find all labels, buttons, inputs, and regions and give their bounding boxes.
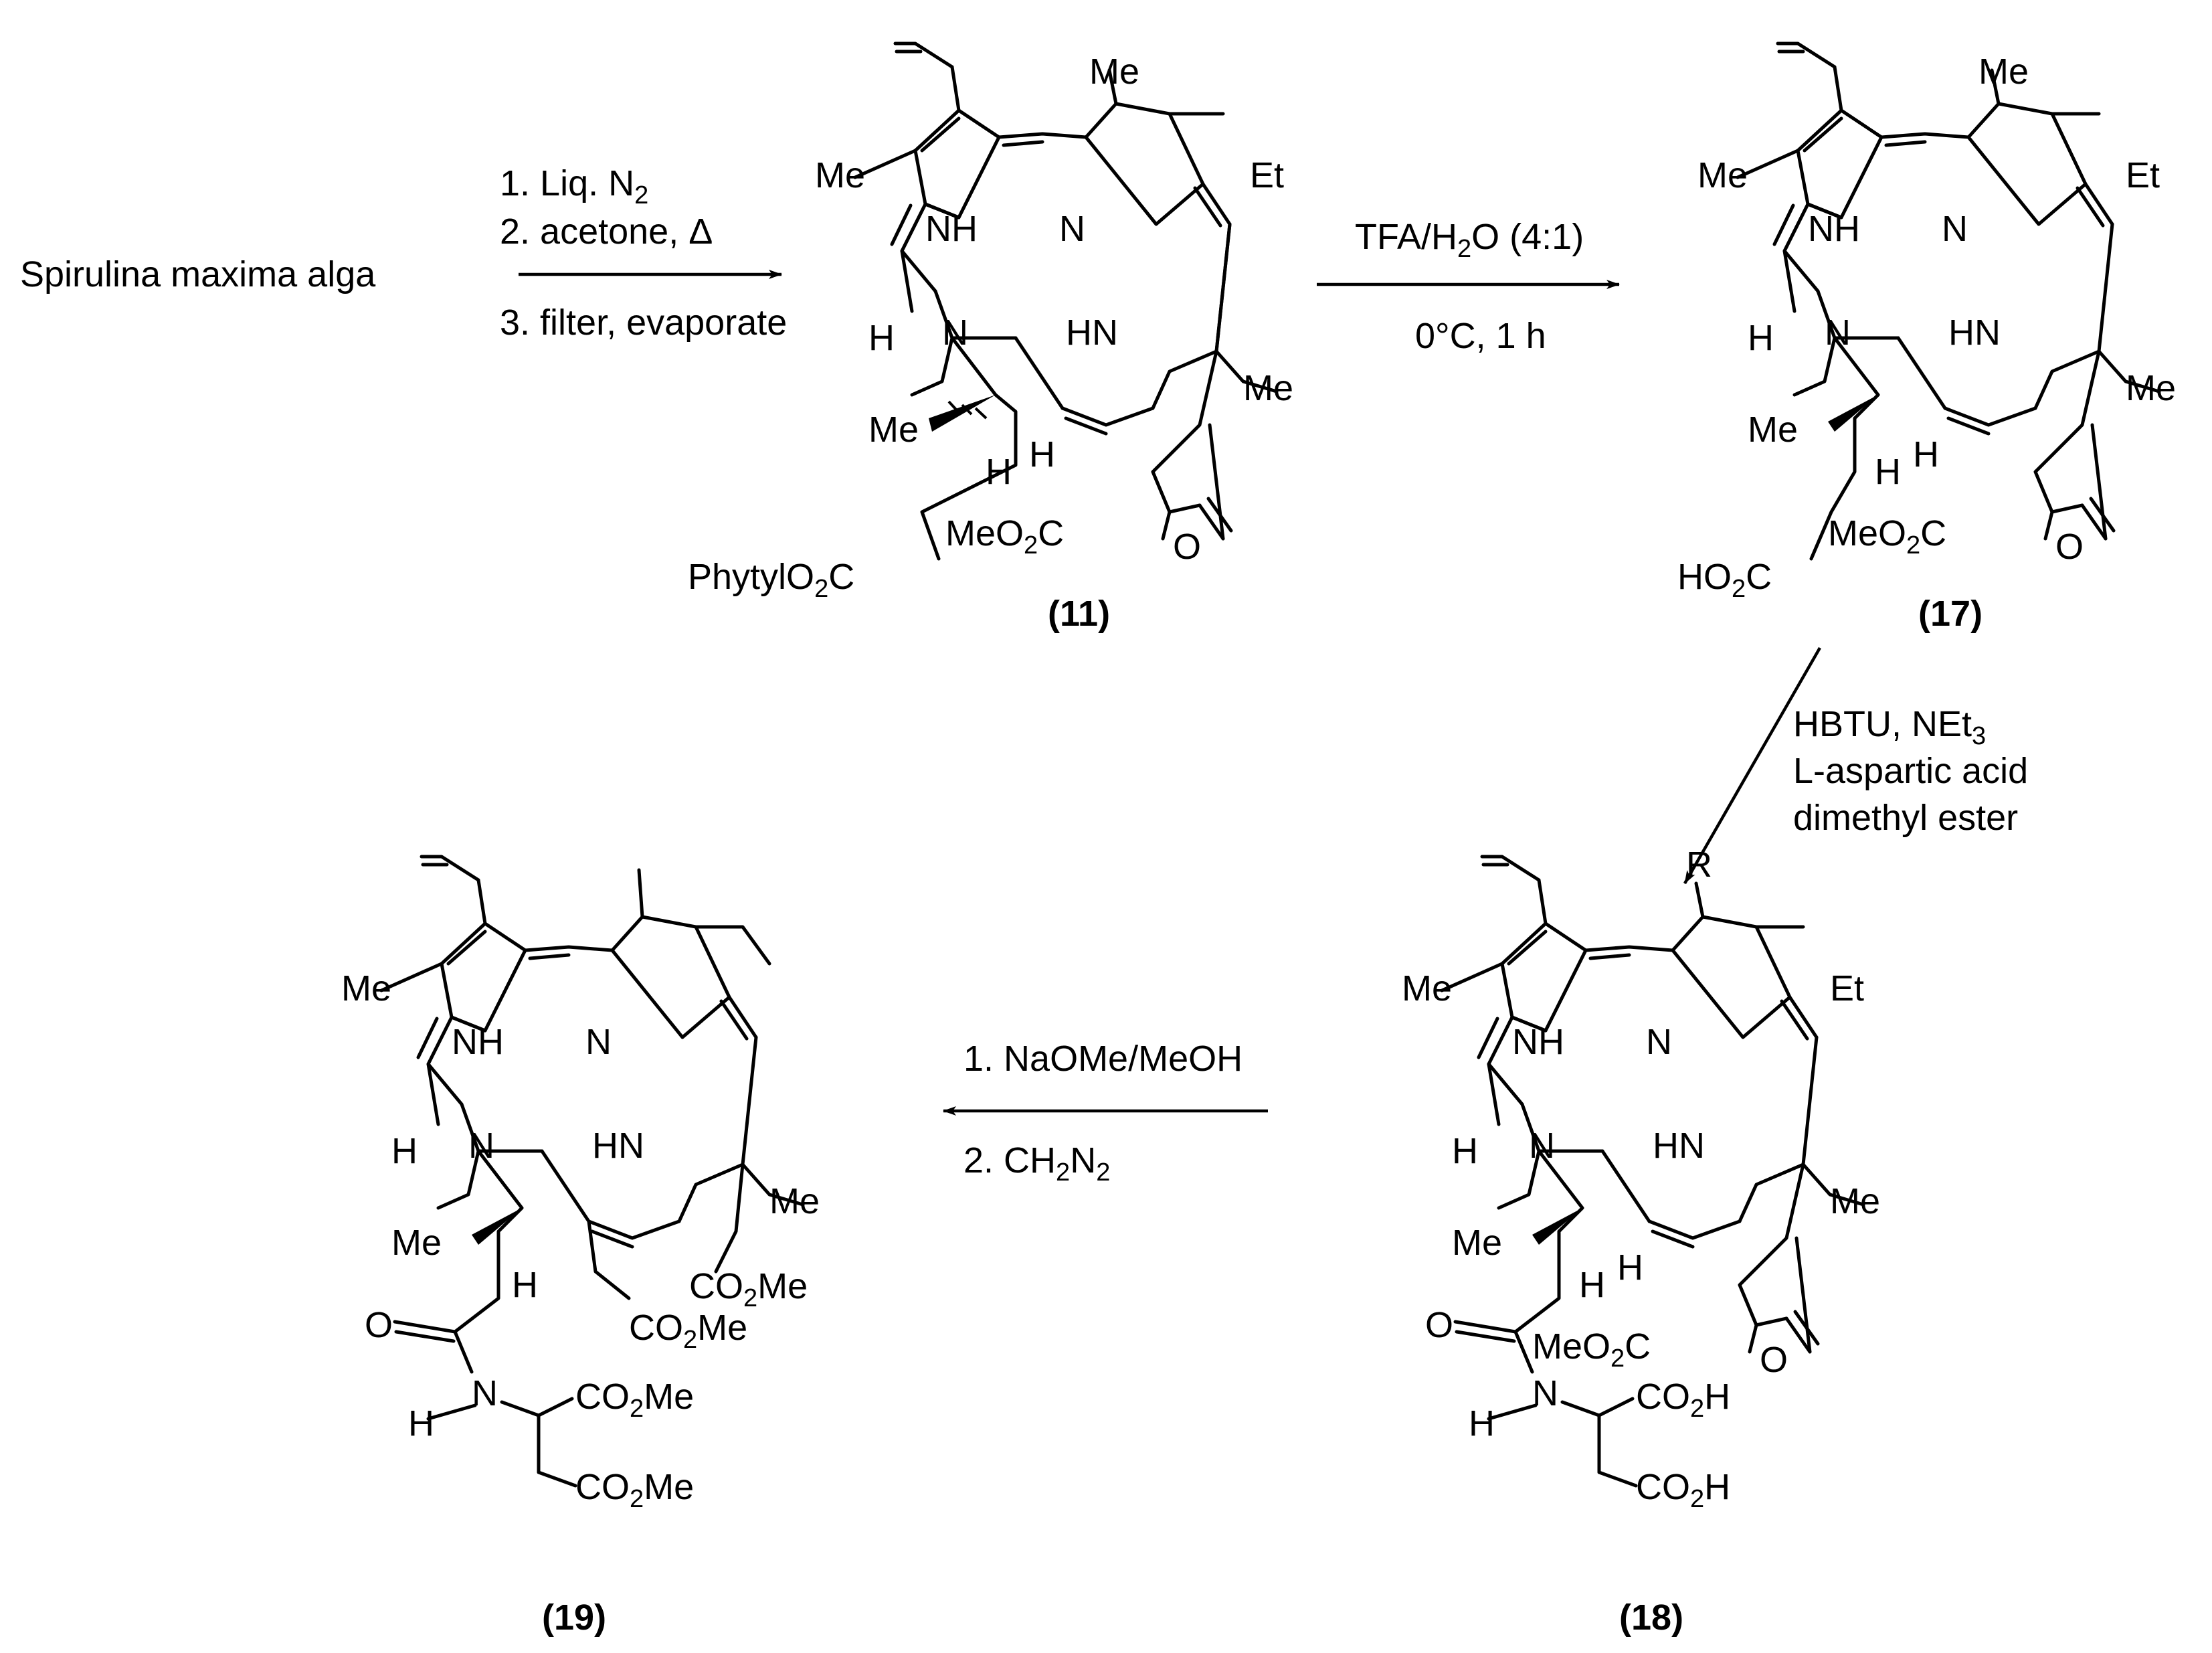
svg-text:PhytylO2C: PhytylO2C (688, 557, 854, 603)
svg-text:H: H (1748, 318, 1774, 358)
svg-text:CO2Me: CO2Me (575, 1467, 694, 1513)
svg-text:MeO2C: MeO2C (1532, 1326, 1651, 1373)
svg-text:H: H (1875, 452, 1901, 492)
svg-text:H: H (391, 1131, 418, 1171)
svg-text:(18): (18) (1619, 1597, 1683, 1638)
svg-text:Me: Me (1452, 1223, 1502, 1263)
svg-text:N: N (1646, 1022, 1672, 1062)
compound-19: NH N N HN Me Me H Me H CO2Me CO2Me O N H… (341, 855, 820, 1638)
svg-text:CO2H: CO2H (1636, 1377, 1730, 1423)
svg-text:NH: NH (1512, 1022, 1564, 1062)
svg-text:Me: Me (2126, 368, 2176, 408)
svg-text:Et: Et (1830, 968, 1864, 1009)
svg-text:N: N (1532, 1373, 1558, 1413)
compound-17: NH N N HN Me Me Et Me H Me H H O MeO2C H… (1677, 41, 2176, 634)
reagent-filter: 3. filter, evaporate (500, 302, 787, 343)
svg-text:TFA/H2O (4:1): TFA/H2O (4:1) (1355, 217, 1584, 263)
svg-text:HN: HN (1653, 1126, 1705, 1166)
svg-text:N: N (472, 1373, 498, 1413)
compound-number: 11 (1060, 594, 1098, 634)
svg-text:NH: NH (925, 209, 978, 249)
svg-text:O: O (2055, 527, 2084, 567)
svg-text:HN: HN (592, 1126, 644, 1166)
svg-text:1. NaOMe/MeOH: 1. NaOMe/MeOH (963, 1039, 1242, 1079)
svg-text:H: H (1452, 1131, 1478, 1171)
svg-text:CO2Me: CO2Me (629, 1308, 747, 1354)
svg-text:MeO2C: MeO2C (945, 513, 1064, 559)
svg-text:NH: NH (452, 1022, 504, 1062)
svg-text:Me: Me (1089, 52, 1139, 92)
svg-text:HN: HN (1948, 313, 2001, 353)
svg-text:N: N (1825, 313, 1851, 353)
svg-text:HO2C: HO2C (1677, 557, 1772, 603)
svg-text:Me: Me (341, 968, 391, 1009)
svg-text:HN: HN (1066, 313, 1118, 353)
organism-suffix: alga (297, 254, 376, 294)
step-4: 1. NaOMe/MeOH 2. CH2N2 (943, 1039, 1268, 1187)
svg-text:O: O (365, 1305, 393, 1345)
svg-text:CO2Me: CO2Me (575, 1377, 694, 1423)
svg-text:Et: Et (1250, 155, 1284, 195)
svg-text:H: H (868, 318, 895, 358)
svg-text:NH: NH (1808, 209, 1860, 249)
step-3: HBTU, NEt3 L-aspartic acid dimethyl este… (1683, 646, 2028, 885)
svg-text:Me: Me (1697, 155, 1748, 195)
svg-text:(11): (11) (1048, 594, 1110, 634)
svg-text:Me: Me (1748, 410, 1798, 450)
svg-text:H: H (1469, 1403, 1495, 1444)
svg-text:N: N (1529, 1126, 1555, 1166)
svg-text:Me: Me (1978, 52, 2029, 92)
svg-text:O: O (1173, 527, 1201, 567)
svg-text:N: N (585, 1022, 612, 1062)
svg-text:N: N (1942, 209, 1968, 249)
svg-text:H: H (1913, 434, 1939, 474)
svg-text:(19): (19) (542, 1597, 606, 1638)
svg-text:Spirulina maxima alga: Spirulina maxima alga (20, 254, 376, 294)
svg-text:Me: Me (1830, 1181, 1880, 1221)
svg-text:N: N (1059, 209, 1085, 249)
svg-text:Me: Me (1243, 368, 1293, 408)
svg-text:1. Liq. N2: 1. Liq. N2 (500, 163, 648, 209)
svg-text:H: H (512, 1265, 538, 1305)
svg-text:Me: Me (391, 1223, 442, 1263)
svg-text:CO2Me: CO2Me (689, 1266, 808, 1312)
svg-text:Me: Me (815, 155, 865, 195)
svg-text:N: N (468, 1126, 494, 1166)
svg-text:MeO2C: MeO2C (1828, 513, 1946, 559)
svg-text:Me: Me (769, 1181, 820, 1221)
svg-text:2. CH2N2: 2. CH2N2 (963, 1140, 1110, 1187)
compound-18: NH N N HN Me R Et Me H Me H H O MeO2C O … (1402, 845, 1880, 1638)
svg-text:H: H (1617, 1247, 1643, 1288)
svg-text:O: O (1425, 1305, 1453, 1345)
svg-text:H: H (1579, 1265, 1605, 1305)
svg-text:H: H (986, 452, 1012, 492)
svg-text:L-aspartic acid: L-aspartic acid (1793, 751, 2028, 791)
svg-text:dimethyl ester: dimethyl ester (1793, 798, 2018, 838)
svg-text:N: N (942, 313, 968, 353)
svg-text:(17): (17) (1918, 594, 1983, 634)
svg-text:H: H (1029, 434, 1055, 474)
svg-text:R: R (1686, 845, 1712, 885)
svg-text:Me: Me (868, 410, 919, 450)
svg-text:Et: Et (2126, 155, 2160, 195)
svg-text:HBTU, NEt3: HBTU, NEt3 (1793, 704, 1986, 750)
svg-text:H: H (408, 1403, 434, 1444)
compound-11: NH N N HN Me Me Et Me H Me H H O MeO2C P… (688, 41, 1293, 634)
svg-text:CO2H: CO2H (1636, 1467, 1730, 1513)
svg-text:O: O (1760, 1340, 1788, 1380)
organism-name: Spirulina maxima (20, 254, 298, 294)
step-1: Spirulina maxima alga 1. Liq. N2 2. acet… (20, 163, 787, 343)
reagent-acetone: 2. acetone, Δ (500, 211, 713, 252)
svg-text:Me: Me (1402, 968, 1452, 1009)
arrow-step-3 (1683, 646, 1821, 885)
reagent-conditions: 0°C, 1 h (1415, 316, 1546, 356)
step-2: TFA/H2O (4:1) 0°C, 1 h (1317, 217, 1620, 356)
